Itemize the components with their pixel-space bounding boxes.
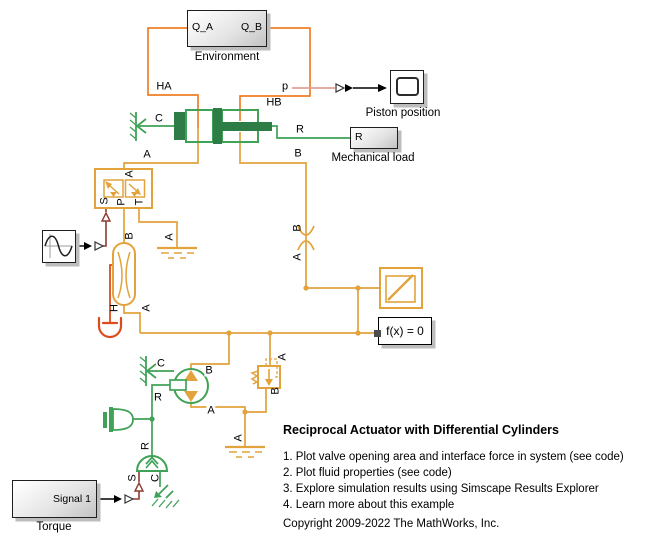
label-pump-r: R [153, 391, 163, 404]
orifice-icon[interactable] [297, 225, 315, 251]
wire-hb[interactable] [239, 27, 311, 110]
sine-converter-arrows [84, 211, 112, 251]
solver-configuration-text: f(x) = 0 [386, 324, 424, 338]
thermal-reference-icon[interactable] [97, 316, 123, 339]
pipe-icon[interactable] [112, 242, 136, 306]
label-pipe-h: H [108, 304, 121, 312]
wire-pump-b[interactable] [190, 333, 230, 369]
label-source-c: C [149, 474, 162, 482]
pump-icon[interactable] [169, 368, 209, 404]
tank-reference-icon[interactable] [157, 246, 197, 259]
label-relief-a: A [276, 353, 289, 361]
mechanical-load-label: Mechanical load [331, 152, 415, 164]
wire-rod-r[interactable] [272, 125, 350, 139]
label-valve-t: T [133, 198, 146, 206]
mechanical-load-port-r: R [355, 131, 363, 143]
label-pipe-b: B [123, 232, 136, 240]
label-cylinder-a: A [142, 148, 152, 161]
solver-configuration-block[interactable]: f(x) = 0 [378, 317, 432, 345]
mechanical-load-block[interactable]: R [350, 127, 398, 149]
label-cylinder-c: C [154, 112, 164, 125]
torque-signal-builder[interactable]: Signal 1 [12, 480, 97, 518]
sine-wave-icon [44, 234, 73, 258]
wire-pump-a-return[interactable] [190, 403, 246, 447]
label-valve-a: A [123, 170, 136, 178]
environment-port-qa: Q_A [192, 21, 214, 33]
piston-converter-arrows [335, 83, 387, 93]
torque-source-icon[interactable] [135, 455, 169, 472]
fluid-properties-icon[interactable] [379, 267, 423, 309]
label-p: p [280, 80, 290, 93]
rotational-reference-icon[interactable] [151, 484, 180, 509]
wire-cylinder-b[interactable] [239, 142, 307, 288]
piston-position-label: Piston position [365, 107, 441, 119]
label-return-tank-a: A [232, 434, 245, 442]
label-valve-s: S [98, 197, 111, 205]
label-pump-b: B [204, 364, 214, 377]
annotation-title: Reciprocal Actuator with Differential Cy… [283, 423, 559, 437]
solver-port-square [374, 330, 381, 337]
junction-dot-green [149, 416, 155, 422]
wire-ha[interactable] [147, 27, 199, 110]
label-pump-a: A [206, 404, 216, 417]
junction-dots [226, 285, 361, 415]
annotation-item-4: 4. Learn more about this example [283, 499, 455, 511]
label-pump-c: C [156, 357, 166, 370]
label-source-r: R [139, 442, 152, 450]
annotation-item-3: 3. Explore simulation results using Sims… [283, 483, 599, 495]
scope-screen-icon [396, 77, 419, 96]
wire-valve-signal[interactable] [103, 221, 107, 247]
wire-cylinder-a-to-valve[interactable] [123, 142, 199, 169]
ps-port-triangle [100, 211, 112, 222]
label-orifice-a: A [291, 253, 304, 261]
label-source-s: S [126, 474, 139, 482]
environment-subsystem[interactable]: Q_A Q_B [187, 10, 267, 47]
wire-pump-r-shaft[interactable] [151, 384, 170, 456]
torque-converter-arrows [114, 481, 145, 504]
return-tank-icon[interactable] [225, 445, 265, 458]
environment-label: Environment [194, 51, 260, 63]
label-cylinder-b: B [293, 147, 303, 160]
ps-port-triangle [133, 481, 145, 492]
label-ha: HA [155, 80, 173, 93]
label-rod-r: R [295, 123, 305, 136]
label-hb: HB [265, 96, 283, 109]
label-pipe-a: A [140, 304, 153, 312]
differential-cylinder-icon[interactable] [174, 108, 272, 144]
annotation-copyright: Copyright 2009-2022 The MathWorks, Inc. [283, 518, 500, 530]
annotation-item-2: 2. Plot fluid properties (see code) [283, 467, 452, 479]
torque-signal-port: Signal 1 [53, 493, 91, 505]
sine-source-block[interactable] [42, 230, 76, 263]
annotation-item-1: 1. Plot valve opening area and interface… [283, 451, 624, 463]
label-orifice-b: B [291, 224, 304, 232]
environment-port-qb: Q_B [240, 21, 262, 33]
wire-relief-b[interactable] [245, 388, 267, 413]
translational-reference-icon[interactable] [129, 112, 147, 141]
wire-source-signal[interactable] [133, 491, 140, 500]
wire-valve-t-to-tank[interactable] [138, 208, 178, 248]
label-tank-a: A [163, 233, 176, 241]
label-relief-b: B [269, 387, 282, 395]
pressure-relief-valve-icon[interactable] [250, 358, 281, 389]
inertia-icon[interactable] [103, 407, 134, 432]
pump-clamp-icon[interactable] [139, 356, 157, 386]
directional-valve-icon[interactable] [94, 168, 153, 209]
label-valve-p: P [115, 198, 128, 206]
wire-pipe-a[interactable] [123, 305, 141, 333]
torque-label: Torque [36, 521, 72, 533]
piston-position-scope[interactable] [390, 70, 424, 104]
